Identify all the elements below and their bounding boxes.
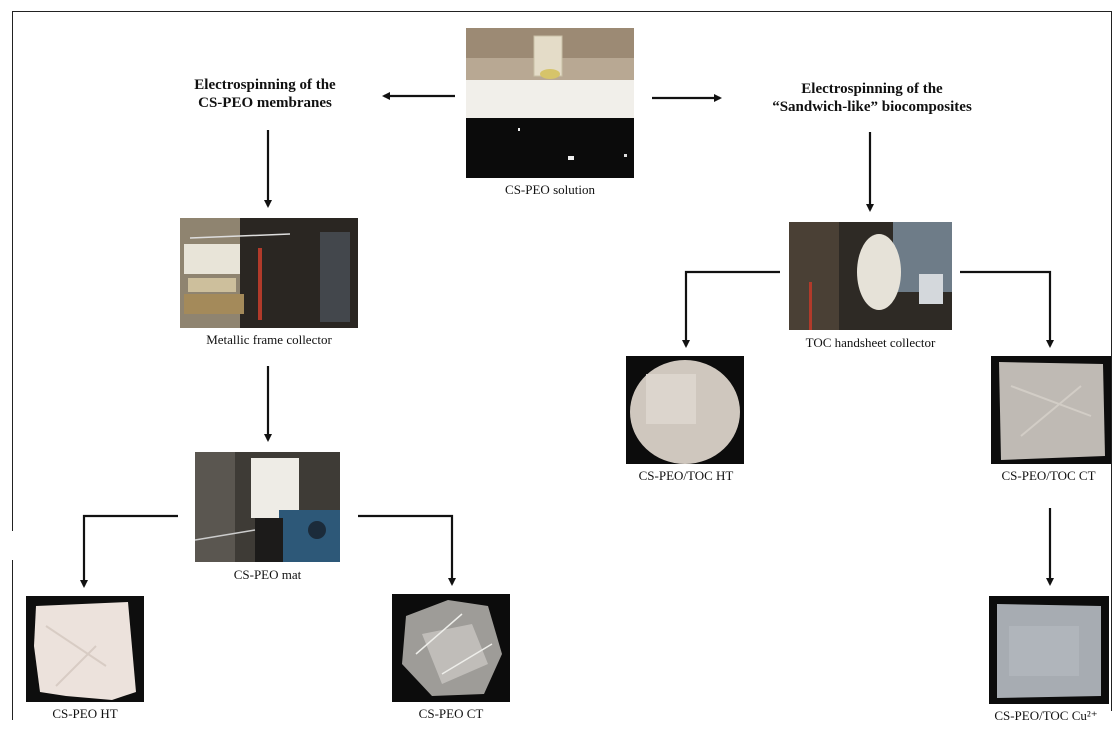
- arrow-mat-to-ht: [84, 516, 178, 586]
- arrow-mat-to-ct: [358, 516, 452, 584]
- arrow-toc-to-ht: [686, 272, 780, 346]
- arrow-toc-to-ct: [960, 272, 1050, 346]
